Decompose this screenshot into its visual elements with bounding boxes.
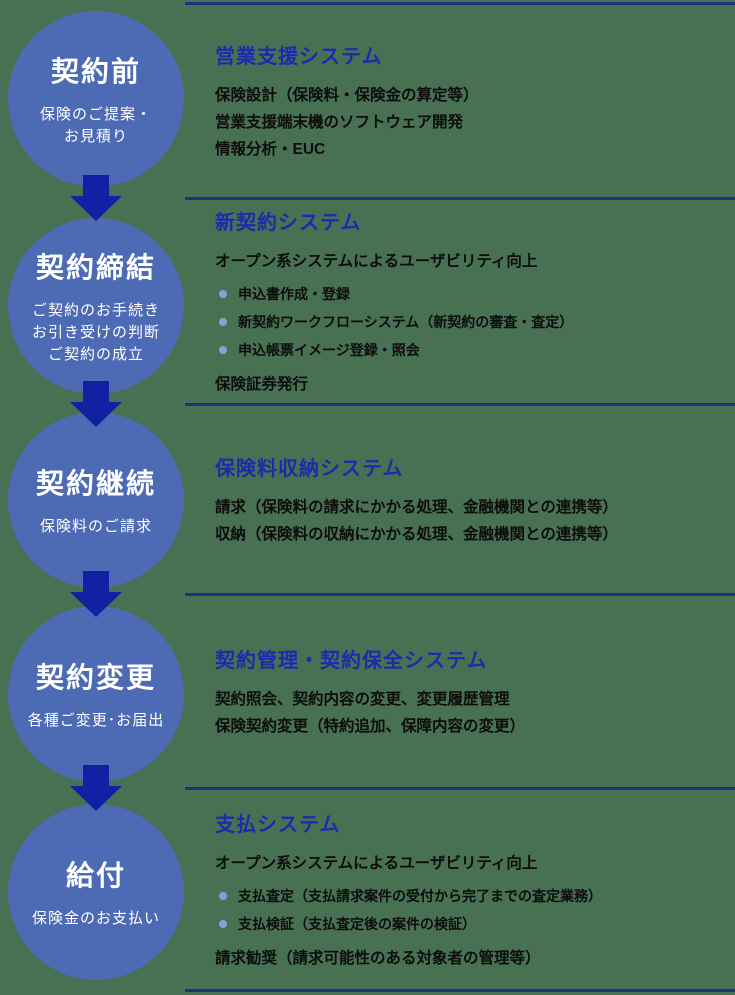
step-subtitle: 保険金のお支払い: [32, 908, 160, 930]
step-subtitle: ご契約のお手続き お引き受けの判断 ご契約の成立: [32, 300, 160, 366]
system-sections: 営業支援システム 保険設計（保険料・保険金の算定等） 営業支援端末機のソフトウェ…: [185, 2, 735, 992]
bullet-text: 支払検証（支払査定後の案件の検証）: [238, 915, 476, 932]
bullet-dot-icon: [219, 345, 227, 354]
step-title: 給付: [65, 860, 126, 891]
step-subtitle-line: 保険のご提案・: [39, 106, 152, 123]
step-title: 契約締結: [35, 252, 156, 283]
step-subtitle-line: お引き受けの判断: [31, 324, 160, 341]
step-circle-contract-continuation: 契約継続 保険料のご請求: [8, 412, 184, 588]
section-line: 営業支援端末機のソフトウェア開発: [215, 113, 464, 131]
bullet-text: 新契約ワークフローシステム（新契約の審査・査定）: [238, 313, 574, 330]
bullet-text: 申込書作成・登録: [238, 285, 350, 302]
down-arrow-icon: [70, 381, 122, 427]
step-subtitle: 保険のご提案・ お見積り: [40, 104, 152, 148]
step-circle-pre-contract: 契約前 保険のご提案・ お見積り: [8, 11, 184, 187]
step-title: 契約変更: [35, 662, 156, 693]
bullet-dot-icon: [219, 317, 227, 326]
section-premium-collection-system: 保険料収納システム 請求（保険料の請求にかかる処理、金融機関との連携等） 収納（…: [185, 403, 735, 593]
section-heading: 支払システム: [215, 813, 341, 836]
bullet-item: 支払査定（支払請求案件の受付から完了までの査定業務）: [215, 882, 729, 910]
step-subtitle-line: 各種ご変更･お届出: [27, 712, 165, 729]
step-subtitle-line: 保険料のご請求: [39, 518, 152, 535]
section-intro: オープン系システムによるユーザビリティ向上: [215, 854, 538, 872]
down-arrow-icon: [70, 175, 122, 221]
section-intro: オープン系システムによるユーザビリティ向上: [215, 252, 538, 270]
step-subtitle: 各種ご変更･お届出: [28, 710, 165, 732]
step-circle-benefit-payment: 給付 保険金のお支払い: [8, 804, 184, 980]
step-subtitle-line: ご契約のお手続き: [31, 302, 160, 319]
section-payment-system: 支払システム オープン系システムによるユーザビリティ向上 支払査定（支払請求案件…: [185, 787, 735, 992]
section-heading: 契約管理・契約保全システム: [215, 649, 488, 672]
bullet-item: 申込帳票イメージ登録・照会: [215, 336, 729, 364]
step-title: 契約継続: [35, 468, 156, 499]
step-subtitle-line: 保険金のお支払い: [31, 910, 160, 927]
down-arrow-icon: [70, 571, 122, 617]
bullet-dot-icon: [219, 919, 227, 928]
bullet-text: 申込帳票イメージ登録・照会: [238, 341, 420, 358]
bullet-item: 申込書作成・登録: [215, 280, 729, 308]
step-circle-contract-conclusion: 契約締結 ご契約のお手続き お引き受けの判断 ご契約の成立: [8, 218, 184, 394]
section-footer: 請求勧奨（請求可能性のある対象者の管理等）: [215, 949, 541, 967]
section-line: 情報分析・EUC: [215, 140, 326, 158]
bullet-text: 支払査定（支払請求案件の受付から完了までの査定業務）: [238, 887, 602, 904]
section-new-contract-system: 新契約システム オープン系システムによるユーザビリティ向上 申込書作成・登録 新…: [185, 197, 735, 403]
section-line: 収納（保険料の収納にかかる処理、金融機関との連携等）: [215, 525, 618, 543]
down-arrow-icon: [70, 765, 122, 811]
section-heading: 営業支援システム: [215, 45, 383, 68]
bullet-item: 支払検証（支払査定後の案件の検証）: [215, 910, 729, 938]
section-contract-management-system: 契約管理・契約保全システム 契約照会、契約内容の変更、変更履歴管理 保険契約変更…: [185, 593, 735, 787]
section-line: 請求（保険料の請求にかかる処理、金融機関との連携等）: [215, 498, 618, 516]
section-heading: 新契約システム: [215, 211, 362, 234]
section-footer: 保険証券発行: [215, 375, 309, 393]
step-title: 契約前: [50, 56, 141, 87]
bullet-dot-icon: [219, 891, 227, 900]
section-line: 保険設計（保険料・保険金の算定等）: [215, 86, 479, 104]
step-subtitle: 保険料のご請求: [40, 516, 152, 538]
step-subtitle-line: ご契約の成立: [47, 346, 144, 363]
section-line: 保険契約変更（特約追加、保障内容の変更）: [215, 717, 526, 735]
bullet-dot-icon: [219, 289, 227, 298]
step-subtitle-line: お見積り: [63, 128, 128, 145]
section-sales-support-system: 営業支援システム 保険設計（保険料・保険金の算定等） 営業支援端末機のソフトウェ…: [185, 2, 735, 197]
section-line: 契約照会、契約内容の変更、変更履歴管理: [215, 690, 510, 708]
step-circle-contract-change: 契約変更 各種ご変更･お届出: [8, 606, 184, 782]
section-heading: 保険料収納システム: [215, 457, 404, 480]
bullet-item: 新契約ワークフローシステム（新契約の審査・査定）: [215, 308, 729, 336]
